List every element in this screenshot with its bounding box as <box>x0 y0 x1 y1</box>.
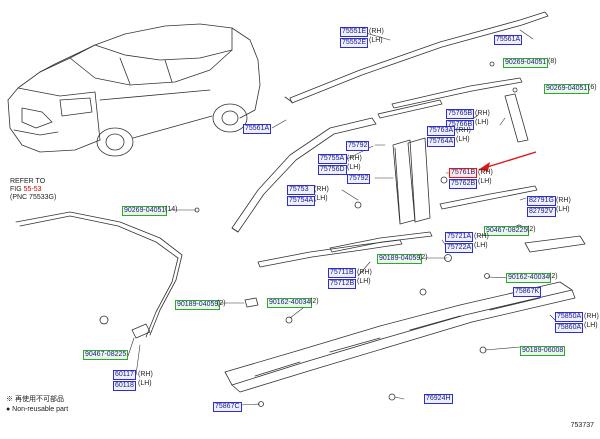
side-indicator: (RH)(LH) <box>474 233 489 249</box>
ref-part-90189-06008[interactable]: 90189-06008 <box>520 346 566 356</box>
part-number[interactable]: 75754A <box>287 196 316 206</box>
ref-part-90269-04051[interactable]: 90269-04051 <box>544 84 590 94</box>
rear-door-moulding <box>15 211 183 338</box>
part-label-75561A[interactable]: 75561A <box>243 124 272 134</box>
part-qty: (2) <box>549 273 558 280</box>
part-label-75763A[interactable]: 75763A 75764A <box>427 126 456 147</box>
ref-part-90189-04059[interactable]: 90189-04059 <box>377 254 423 264</box>
center-pillar <box>392 137 431 225</box>
rocker-moulding <box>224 281 576 393</box>
belt-moulding <box>257 185 538 268</box>
part-label-75792[interactable]: 75792 <box>346 141 370 151</box>
part-number[interactable]: 75722A <box>445 243 474 253</box>
ref-part-90269-04051[interactable]: 90269-04051 <box>503 58 549 68</box>
reference-note: REFER TO FIG 55-53 (PNC 75533G) <box>10 178 57 201</box>
part-label-75850A[interactable]: 75850A 75860A <box>555 312 584 333</box>
highlight-arrow <box>478 151 537 171</box>
ref-part-90269-04051[interactable]: 90269-04051 <box>122 206 168 216</box>
part-label-75761B[interactable]: 75761B 75762B <box>449 168 478 189</box>
part-number[interactable]: 75753 <box>287 185 316 195</box>
side-indicator: (RH)(LH) <box>357 269 372 285</box>
part-qty: (14) <box>165 206 178 213</box>
part-qty: (2) <box>310 298 319 305</box>
pillar-strips <box>377 77 529 143</box>
part-label-75753[interactable]: 75753 75754A <box>287 185 316 206</box>
quarter-moulding <box>524 235 586 253</box>
part-number[interactable]: 75756D <box>318 165 347 175</box>
side-indicator: (RH)(LH) <box>369 28 384 44</box>
ref-part-90162-40034[interactable]: 90162-40034 <box>267 298 313 308</box>
part-number[interactable]: 75766B <box>446 120 475 130</box>
part-number[interactable]: 60118 <box>113 381 136 391</box>
part-qty: (2) <box>217 300 226 307</box>
part-label-82791G[interactable]: 82791G 82792V <box>527 196 556 217</box>
side-indicator: (RH)(LH) <box>347 155 362 171</box>
part-qty: (2) <box>419 254 428 261</box>
part-label-75765B[interactable]: 75765B 75766B <box>446 109 475 130</box>
figure-id: 753737 <box>570 422 594 429</box>
part-number[interactable]: 82792V <box>527 207 556 217</box>
side-indicator: (RH)(LH) <box>456 127 471 143</box>
part-label-75792[interactable]: 75792 <box>347 174 371 184</box>
legend-non-reusable-en: ● Non-reusable part <box>6 406 69 413</box>
part-number[interactable]: 75711B <box>328 268 357 278</box>
side-indicator: (RH)(LH) <box>584 313 599 329</box>
part-label-75551E[interactable]: 75551E 75552E <box>340 27 369 48</box>
part-number[interactable]: 75763A <box>427 126 456 136</box>
side-indicator: (RH)(LH) <box>314 186 329 202</box>
part-number[interactable]: 75755A <box>318 154 347 164</box>
vehicle-illustration <box>7 23 261 157</box>
part-qty: (2) <box>527 226 536 233</box>
side-indicator: (RH)(LH) <box>475 110 490 126</box>
part-number-highlighted[interactable]: 75761B <box>449 168 478 178</box>
side-indicator: (RH)(LH) <box>138 371 153 387</box>
ref-part-90162-40034[interactable]: 90162-40034 <box>506 273 552 283</box>
part-number[interactable]: 82791G <box>527 196 556 206</box>
legend-non-reusable-jp: ※ 再使用不可部品 <box>6 396 64 403</box>
part-number[interactable]: 75552E <box>340 38 369 48</box>
legend: ※ 再使用不可部品 ● Non-reusable part <box>6 395 68 415</box>
part-number[interactable]: 75712B <box>328 279 357 289</box>
part-number[interactable]: 75764A <box>427 137 456 147</box>
part-label-75561A[interactable]: 75561A <box>494 35 523 45</box>
part-label-75721A[interactable]: 75721A 75722A <box>445 232 474 253</box>
part-number[interactable]: 75850A <box>555 312 584 322</box>
part-number[interactable]: 75762B <box>449 179 478 189</box>
part-qty: (8) <box>548 58 557 65</box>
part-label-60117[interactable]: 60117 60118 <box>113 370 136 391</box>
ref-part-90467-08225[interactable]: 90467-08225 <box>83 350 129 360</box>
roof-moulding <box>284 11 549 104</box>
ref-part-90189-04059[interactable]: 90189-04059 <box>175 300 221 310</box>
figure-link[interactable]: 55-53 <box>23 186 42 193</box>
fasteners <box>99 61 523 407</box>
ref-part-90467-08225[interactable]: 90467-08225 <box>484 226 530 236</box>
part-number[interactable]: 60117 <box>113 370 136 380</box>
part-number[interactable]: 75765B <box>446 109 475 119</box>
door-frame-moulding <box>231 117 377 233</box>
part-number[interactable]: 75721A <box>445 232 474 242</box>
side-indicator: (RH)(LH) <box>478 169 493 185</box>
part-label-75867C[interactable]: 75867C <box>213 402 242 412</box>
part-qty: (6) <box>588 84 597 91</box>
part-label-75755A[interactable]: 75755A 75756D <box>318 154 347 175</box>
part-label-75867K[interactable]: 75867K <box>513 287 542 297</box>
side-indicator: (RH)(LH) <box>556 197 571 213</box>
part-number[interactable]: 75860A <box>555 323 584 333</box>
part-number[interactable]: 75551E <box>340 27 369 37</box>
part-label-76924H[interactable]: 76924H <box>424 394 453 404</box>
part-label-75711B[interactable]: 75711B 75712B <box>328 268 357 289</box>
